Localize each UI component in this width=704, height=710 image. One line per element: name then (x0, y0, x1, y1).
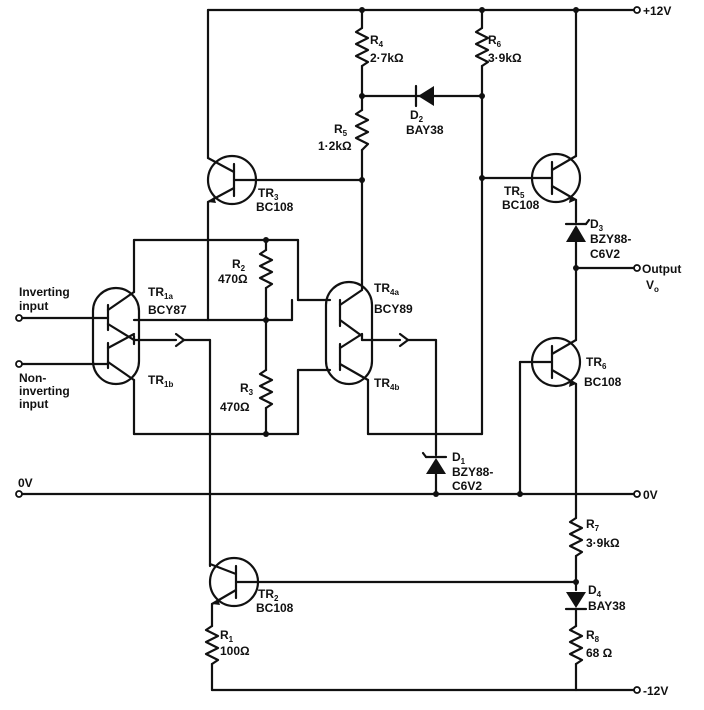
r2-resistor[interactable] (258, 248, 274, 290)
d3-part: BZY88- (590, 232, 631, 246)
d3-part2: C6V2 (590, 247, 620, 261)
d1-part: BZY88- (452, 465, 493, 479)
r4-ref: R4 (370, 33, 384, 49)
neg-supply-label: -12V (643, 684, 668, 698)
r1-resistor[interactable] (204, 624, 220, 666)
d4-ref: D4 (588, 583, 602, 599)
r6-value: 3·9kΩ (488, 51, 522, 65)
d3-zener-diode[interactable] (564, 218, 591, 242)
tr2-part: BC108 (256, 601, 294, 615)
tr1a-ref: TR1a (148, 285, 173, 301)
r8-resistor[interactable] (568, 624, 584, 666)
tr5-transistor[interactable] (480, 152, 582, 204)
tr5-ref: TR5 (504, 184, 525, 200)
d4-part: BAY38 (588, 599, 626, 613)
output-label: Output (642, 262, 681, 276)
positive-rail: +12V (206, 4, 671, 18)
noninverting-input-label-2: inverting (19, 384, 70, 398)
pos-supply-label: +12V (643, 4, 671, 18)
r2-value: 470Ω (218, 272, 248, 286)
r3-value: 470Ω (220, 400, 250, 414)
tr1-dual-transistor[interactable] (20, 286, 186, 386)
zero-volt-left-label: 0V (18, 476, 33, 490)
tr3-transistor[interactable] (206, 154, 364, 206)
r7-resistor[interactable] (568, 516, 584, 558)
noninverting-input-label-3: input (19, 397, 48, 411)
zero-volt-right-terminal[interactable] (633, 490, 641, 498)
r4-resistor[interactable] (354, 26, 370, 68)
d4-diode[interactable] (564, 592, 588, 611)
tr4-dual-transistor[interactable] (324, 280, 410, 386)
output-symbol: Vo (646, 278, 659, 294)
inverting-input-label-1: Inverting (19, 285, 70, 299)
r1-ref: R1 (220, 628, 234, 644)
zero-volt-left-terminal[interactable] (15, 490, 23, 498)
r5-resistor[interactable] (354, 108, 370, 152)
inverting-input-label-2: input (19, 299, 48, 313)
tr1b-ref: TR1b (148, 373, 173, 389)
tr5-part: BC108 (502, 198, 540, 212)
d2-ref: D2 (410, 108, 424, 124)
neg-supply-terminal[interactable] (633, 686, 641, 694)
zero-volt-right-label: 0V (643, 488, 658, 502)
d2-diode[interactable] (414, 84, 434, 108)
tr6-part: BC108 (584, 375, 622, 389)
tr2-ref: TR2 (258, 587, 279, 603)
r6-resistor[interactable] (474, 26, 490, 68)
r6-ref: R6 (488, 33, 502, 49)
r7-ref: R7 (586, 517, 600, 533)
negative-rail: -12V (210, 684, 668, 698)
r2-ref: R2 (232, 257, 246, 273)
d1-zener-diode[interactable] (421, 451, 448, 474)
tr3-part: BC108 (256, 200, 294, 214)
r4-value: 2·7kΩ (370, 51, 404, 65)
zero-volt-rail: 0V 0V (15, 476, 658, 502)
r3-resistor[interactable] (258, 368, 274, 410)
r5-value: 1·2kΩ (318, 139, 352, 153)
tr4a-ref: TR4a (374, 281, 399, 297)
tr4b-ref: TR4b (374, 376, 399, 392)
noninverting-input-terminal[interactable] (15, 360, 23, 368)
inverting-input-terminal[interactable] (15, 314, 23, 322)
r1-value: 100Ω (220, 644, 250, 658)
r3-ref: R3 (240, 381, 254, 397)
pos-supply-terminal[interactable] (633, 6, 641, 14)
tr4a-part: BCY89 (374, 302, 413, 316)
r8-value: 68 Ω (586, 646, 613, 660)
output-terminal[interactable] (633, 264, 641, 272)
r7-value: 3·9kΩ (586, 536, 620, 550)
tr2-transistor[interactable] (208, 556, 578, 608)
tr6-transistor[interactable] (518, 336, 582, 388)
d1-part2: C6V2 (452, 479, 482, 493)
tr3-ref: TR3 (258, 186, 279, 202)
noninverting-input-label-1: Non- (19, 371, 46, 385)
r5-ref: R5 (334, 122, 348, 138)
d1-ref: D1 (452, 450, 466, 466)
tr1a-part: BCY87 (148, 303, 187, 317)
tr6-ref: TR6 (586, 355, 607, 371)
d2-part: BAY38 (406, 123, 444, 137)
d3-ref: D3 (590, 217, 604, 233)
r8-ref: R8 (586, 628, 600, 644)
